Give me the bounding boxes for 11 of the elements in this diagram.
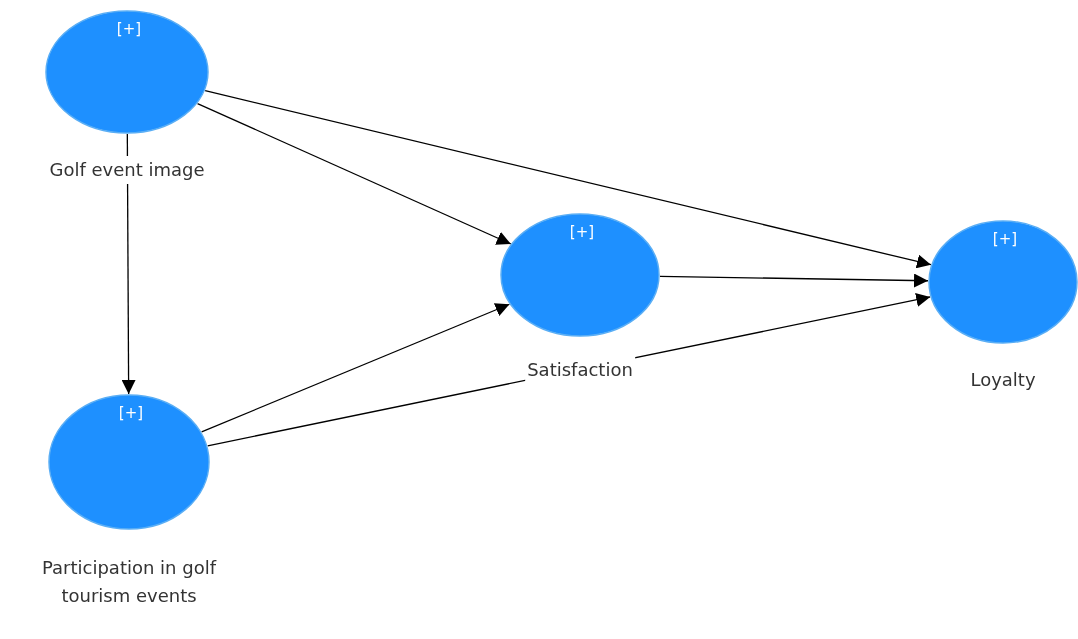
expand-marker: [+] (118, 404, 144, 422)
expand-marker: [+] (116, 20, 142, 38)
node-label: Golf event image (47, 156, 207, 184)
expand-marker: [+] (992, 230, 1018, 248)
expand-marker: [+] (569, 223, 595, 241)
arrow (204, 90, 932, 269)
node-label: Satisfaction (525, 356, 635, 384)
arrow (196, 102, 512, 245)
arrow (121, 133, 136, 395)
arrow (659, 273, 929, 288)
arrow (201, 303, 511, 433)
